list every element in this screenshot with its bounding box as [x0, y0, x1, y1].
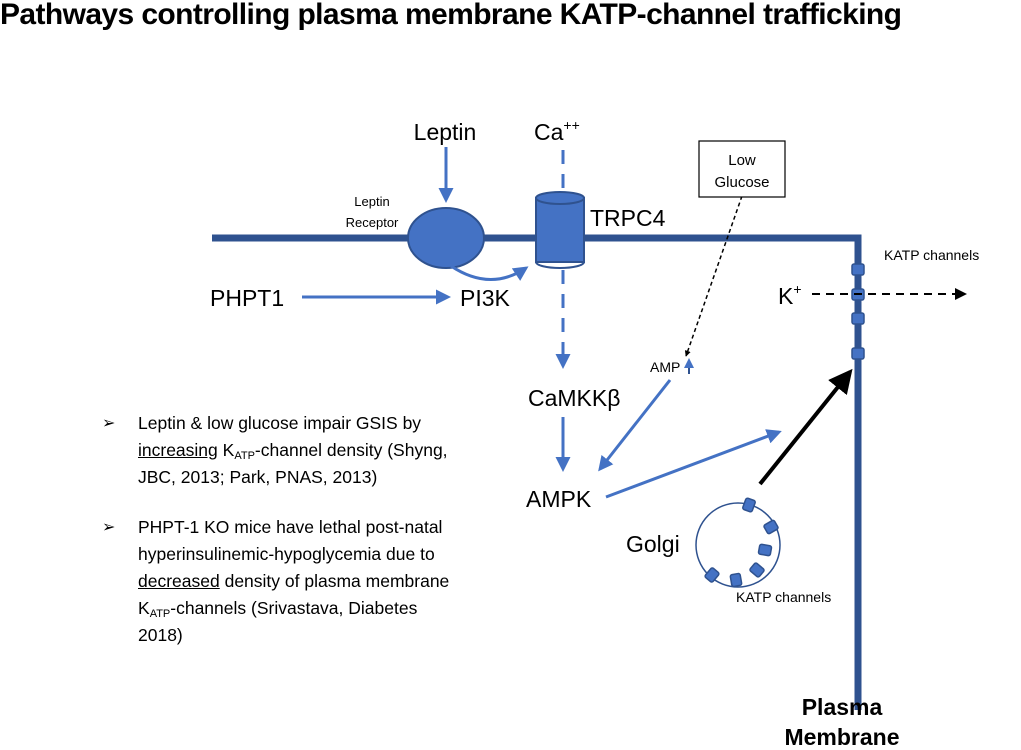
katp-channel: [757, 543, 773, 557]
membrane-katp-channels: [851, 263, 865, 360]
arrow-low-glucose-to-amp: [684, 195, 743, 357]
trpc4-label: TRPC4: [590, 205, 666, 231]
amp-label: AMP: [650, 359, 680, 375]
low-glucose-box: [698, 140, 786, 198]
bullet-line: decreased density of plasma membrane: [138, 571, 450, 591]
katp-channel: [851, 263, 865, 276]
ampk-label: AMPK: [526, 486, 592, 512]
leptin-receptor-label-line1: Leptin: [354, 194, 389, 209]
bullet-line: Leptin & low glucose impair GSIS by: [138, 413, 422, 433]
golgi-katp-channels: [704, 497, 779, 588]
bullet-item-phpt1-ko: ➢ PHPT-1 KO mice have lethal post-natal …: [102, 514, 512, 649]
katp-channel: [851, 312, 865, 325]
leptin-receptor-label-line2: Receptor: [346, 215, 399, 230]
k-ion-label: K+: [778, 281, 802, 309]
phpt1-label: PHPT1: [210, 285, 284, 311]
bullet-line: increasing KATP-channel density (Shyng,: [138, 440, 448, 462]
golgi-label: Golgi: [626, 531, 680, 557]
bullet-line: PHPT-1 KO mice have lethal post-natal: [138, 517, 443, 537]
katp-channel: [763, 519, 779, 535]
low-glucose-label-line1: Low: [728, 152, 756, 169]
bullet-list: ➢ Leptin & low glucose impair GSIS by in…: [102, 410, 512, 672]
katp-channel: [851, 347, 865, 360]
bullet-line: JBC, 2013; Park, PNAS, 2013): [138, 467, 378, 487]
ca-label: Ca++: [534, 117, 580, 145]
bullet-line: 2018): [138, 625, 183, 645]
arrow-receptor-to-trpc4: [450, 264, 529, 281]
katp-channel: [742, 497, 756, 513]
bullet-line: KATP-channels (Srivastava, Diabetes: [138, 598, 418, 620]
katp-channels-golgi-label: KATP channels: [736, 589, 831, 605]
bullet-arrow-icon: ➢: [102, 415, 116, 432]
plasma-membrane-label-line2: Membrane: [784, 724, 899, 750]
katp-channel: [704, 567, 720, 583]
arrow-amp-to-ampk: [598, 379, 672, 472]
trpc4-channel-shape: [535, 191, 585, 269]
bullet-arrow-icon: ➢: [102, 519, 116, 536]
katp-channels-top-label: KATP channels: [884, 247, 979, 263]
arrow-ampk-to-golgi-trafficking: [605, 429, 782, 499]
camkkb-label: CaMKKβ: [528, 385, 620, 411]
plasma-membrane-label-line1: Plasma: [802, 694, 883, 720]
low-glucose-label-line2: Glucose: [714, 174, 769, 191]
bullet-item-leptin-glucose: ➢ Leptin & low glucose impair GSIS by in…: [102, 410, 512, 491]
katp-channel: [729, 572, 743, 588]
bullet-line: hyperinsulinemic-hypoglycemia due to: [138, 544, 435, 564]
arrow-golgi-to-membrane: [758, 368, 853, 486]
golgi-shape: [695, 502, 781, 588]
leptin-receptor-shape: [407, 207, 485, 269]
pi3k-label: PI3K: [460, 285, 511, 311]
leptin-label: Leptin: [414, 119, 477, 145]
page-title: Pathways controlling plasma membrane KAT…: [0, 0, 902, 31]
katp-channel: [749, 562, 765, 578]
